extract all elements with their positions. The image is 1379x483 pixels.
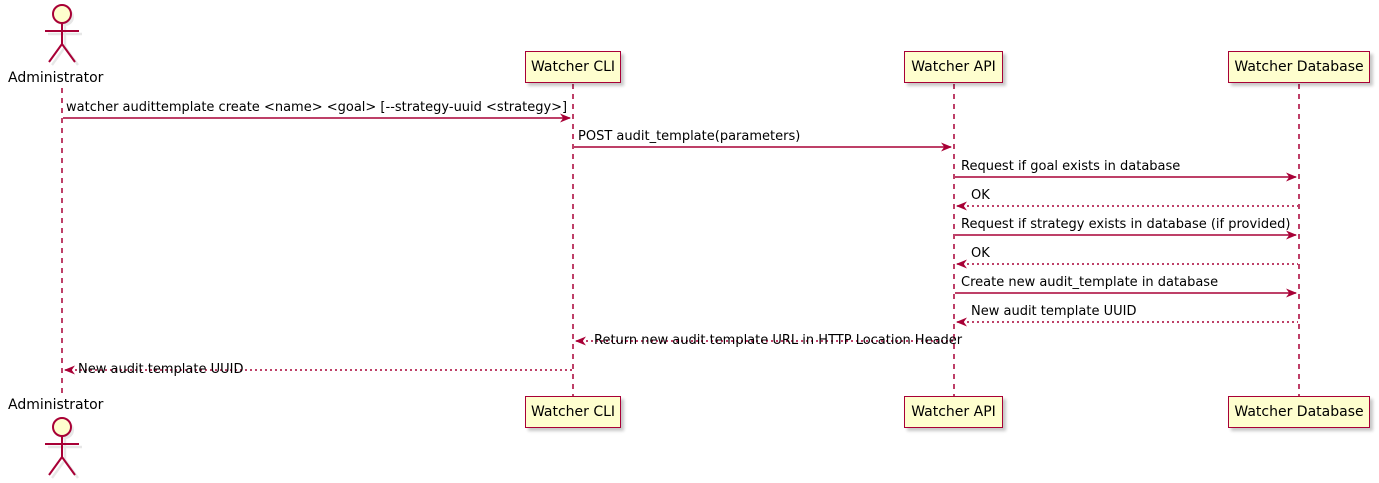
participant-box-watcher-database-top[interactable]: Watcher Database bbox=[1228, 51, 1370, 83]
participant-box-watcher-cli-bottom[interactable]: Watcher CLI bbox=[525, 396, 621, 428]
participant-box-watcher-database-bottom[interactable]: Watcher Database bbox=[1228, 396, 1370, 428]
message-arrows bbox=[63, 113, 1298, 375]
message-label-3: Request if goal exists in database bbox=[961, 159, 1181, 174]
participant-box-watcher-api-bottom[interactable]: Watcher API bbox=[904, 396, 1003, 428]
message-label-7: Create new audit_template in database bbox=[961, 275, 1219, 290]
actor-label-administrator-top: Administrator bbox=[8, 70, 104, 86]
participant-box-watcher-cli-top[interactable]: Watcher CLI bbox=[525, 51, 621, 83]
message-label-4: OK bbox=[971, 188, 990, 203]
message-label-6: OK bbox=[971, 246, 990, 261]
participant-box-watcher-api-top[interactable]: Watcher API bbox=[904, 51, 1003, 83]
message-label-8: New audit template UUID bbox=[971, 304, 1137, 319]
actor-figure-administrator-top bbox=[45, 4, 82, 66]
actor-figure-administrator-bottom bbox=[45, 417, 82, 479]
message-label-1: watcher audittemplate create <name> <goa… bbox=[66, 100, 568, 115]
lifelines bbox=[61, 84, 1300, 396]
message-label-9: Return new audit template URL in HTTP Lo… bbox=[594, 333, 963, 348]
message-label-5: Request if strategy exists in database (… bbox=[961, 217, 1291, 232]
actor-label-administrator-bottom: Administrator bbox=[8, 397, 104, 413]
message-label-10: New audit template UUID bbox=[78, 362, 244, 377]
message-label-2: POST audit_template(parameters) bbox=[578, 129, 801, 144]
